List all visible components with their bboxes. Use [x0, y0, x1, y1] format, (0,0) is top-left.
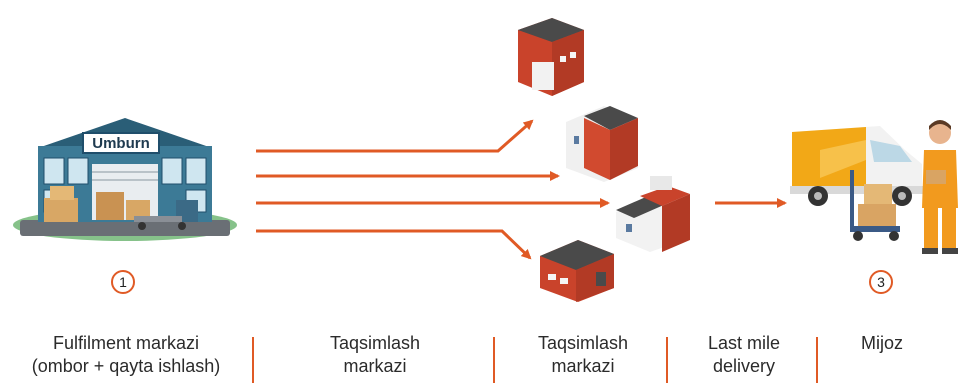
stage-divider — [493, 337, 495, 383]
stage-divider — [666, 337, 668, 383]
courier-person-icon — [850, 120, 958, 254]
stage-customer: Mijoz — [836, 332, 928, 382]
step-1-marker: 1 — [111, 270, 135, 294]
stage-distribution-1-line1: Taqsimlash — [329, 333, 421, 353]
stage-fulfilment-line2: (ombor + qayta ishlash) — [31, 356, 221, 376]
step-3-marker: 3 — [869, 270, 893, 294]
warehouse-sign: Umburn — [82, 132, 160, 154]
stage-fulfilment-line1: Fulfilment markazi — [52, 333, 200, 353]
hub-building-icon — [540, 240, 614, 302]
stage-last-mile-line1: Last mile — [707, 333, 781, 353]
arrow-to-hub-1 — [256, 119, 534, 153]
stage-distribution-1-line2: markazi — [343, 356, 407, 376]
arrow-to-hub-4 — [256, 229, 532, 260]
stage-customer-line1: Mijoz — [860, 333, 903, 353]
stage-distribution-2-line1: Taqsimlash — [537, 333, 629, 353]
delivery-van-icon — [790, 126, 924, 206]
hub-building-icon — [616, 176, 690, 252]
hub-building-icon — [518, 18, 584, 96]
stage-distribution-2-line2: markazi — [551, 356, 615, 376]
stage-distribution-1: Taqsimlash markazi — [300, 332, 450, 382]
hub-building-icon — [566, 106, 638, 182]
stage-last-mile-line2: delivery — [712, 356, 776, 376]
stage-fulfilment: Fulfilment markazi (ombor + qayta ishlas… — [6, 332, 246, 382]
stage-last-mile: Last mile delivery — [682, 332, 806, 382]
warehouse-icon — [13, 118, 237, 241]
stage-divider — [252, 337, 254, 383]
stage-distribution-2: Taqsimlash markazi — [508, 332, 658, 382]
stage-divider — [816, 337, 818, 383]
